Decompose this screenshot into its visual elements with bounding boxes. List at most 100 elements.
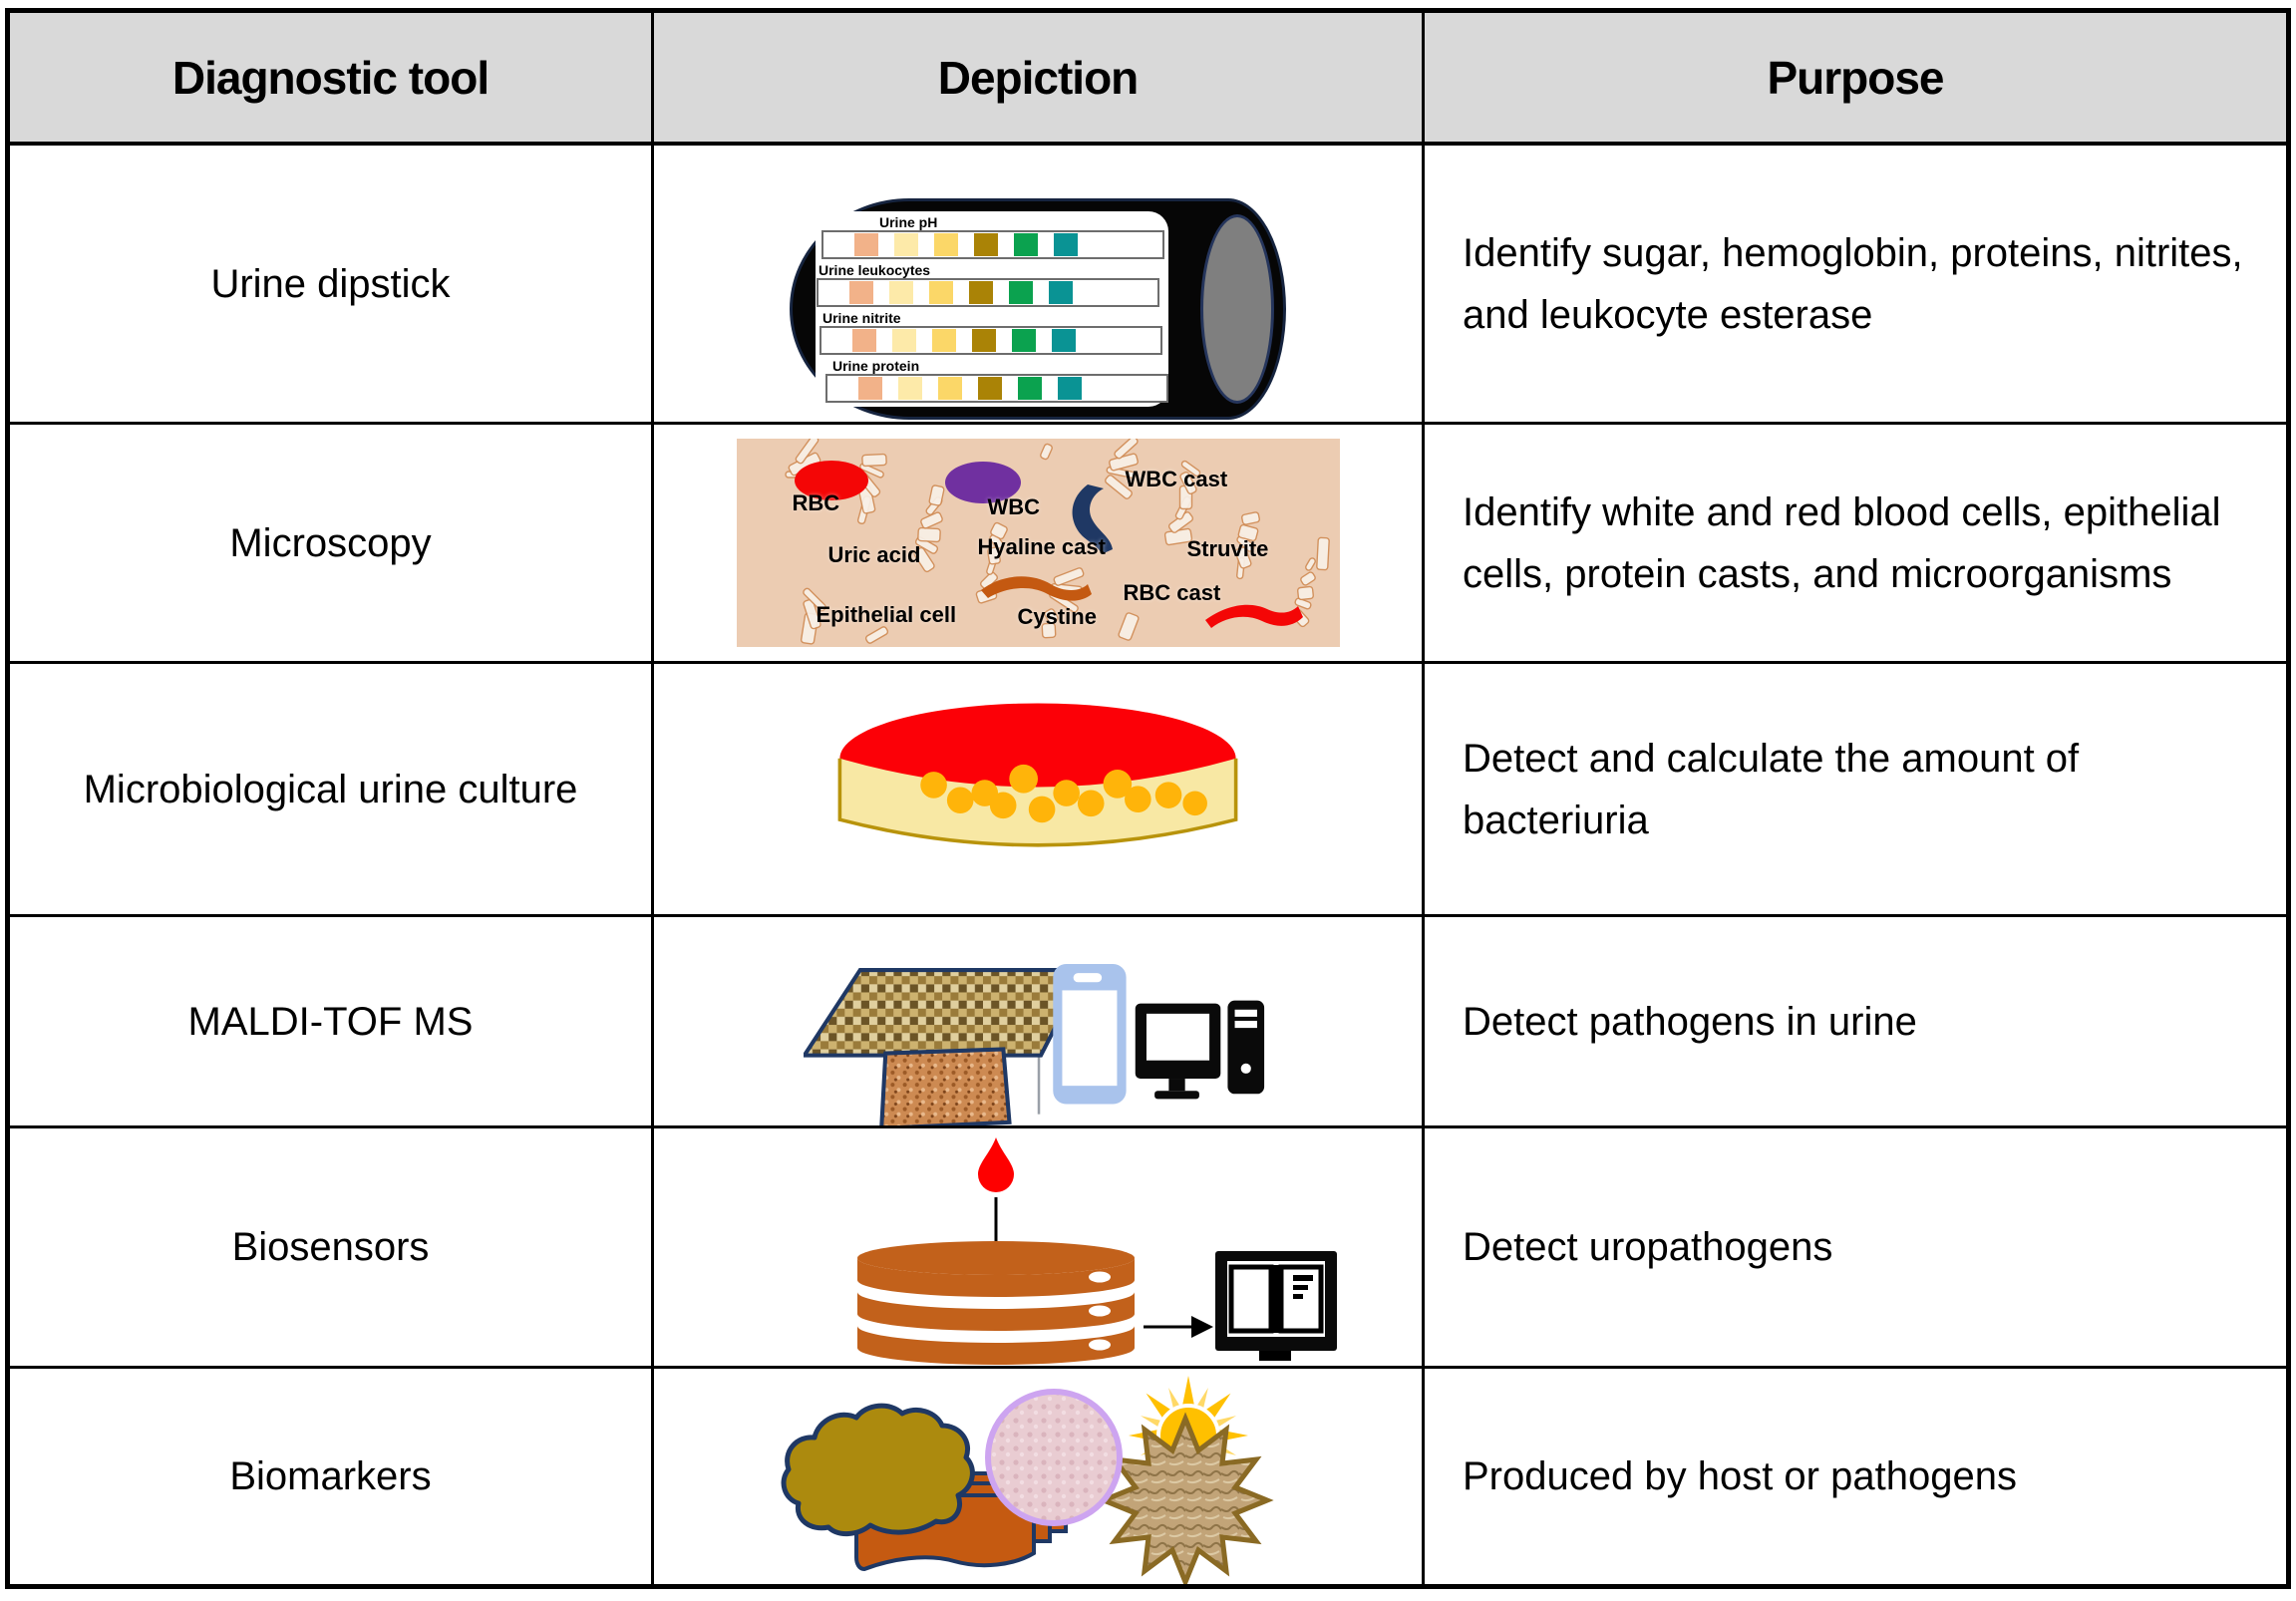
- wbc-cast-icon: [1072, 484, 1113, 554]
- microscopy-label-epithelial-cell: Epithelial cell: [816, 602, 957, 627]
- purpose-text: Identify sugar, hemoglobin, proteins, ni…: [1463, 230, 2243, 337]
- microscopy-label-hyaline-cast: Hyaline cast: [977, 534, 1106, 559]
- reagent-pad: [934, 232, 958, 256]
- reagent-pad: [858, 376, 882, 400]
- dipstick-strip: Urine leukocytes: [816, 261, 1168, 307]
- microscopy-label-wbc-cast: WBC cast: [1125, 467, 1228, 491]
- cell-biomarker-icon: [985, 1388, 1123, 1526]
- column-header-diagnostic-tool: Diagnostic tool: [171, 51, 490, 104]
- dipstick-strip: Urine nitrite: [816, 309, 1168, 355]
- depiction-cell-maldi: [654, 917, 1425, 1128]
- strip-label: Urine pH: [879, 213, 938, 230]
- reagent-pad: [889, 280, 913, 304]
- cystine-icon: [980, 576, 1092, 601]
- dipstick-strip: Urine protein: [816, 358, 1168, 403]
- petri-dish-icon: [837, 702, 1238, 847]
- purpose-text: Produced by host or pathogens: [1463, 1454, 2017, 1498]
- strip-label: Urine leukocytes: [819, 261, 931, 278]
- reagent-pad: [1009, 280, 1033, 304]
- purpose-text: Detect pathogens in urine: [1463, 999, 1917, 1044]
- header-cell-diagnostic-tool: Diagnostic tool: [10, 13, 654, 146]
- reagent-pad: [929, 280, 953, 304]
- depiction-cell-biomarkers: [654, 1369, 1425, 1584]
- computer-icon: [1135, 1000, 1265, 1099]
- maldi-tof-illustration: [804, 963, 1265, 1125]
- microscopy-illustration: RBC WBC WBC cast Uric acid Hyaline cast …: [736, 439, 1340, 647]
- microscopy-label-rbc-cast: RBC cast: [1123, 580, 1221, 605]
- bacterial-colonies: [920, 764, 1207, 822]
- purpose-cell-urine-culture: Detect and calculate the amount of bacte…: [1425, 664, 2286, 917]
- microscopy-graphic: [784, 439, 1330, 645]
- reagent-pad: [1049, 280, 1073, 304]
- depiction-cell-biosensors: [654, 1128, 1425, 1369]
- header-cell-purpose: Purpose: [1425, 13, 2286, 146]
- column-header-depiction: Depiction: [937, 51, 1140, 104]
- tool-label: MALDI-TOF MS: [187, 999, 474, 1044]
- purpose-cell-microscopy: Identify white and red blood cells, epit…: [1425, 425, 2286, 664]
- reagent-pad: [974, 232, 998, 256]
- rbc-icon: [794, 461, 868, 500]
- diagnostic-tools-table: Diagnostic tool Depiction Purpose Urine …: [5, 8, 2291, 1589]
- reagent-pad: [1012, 328, 1036, 352]
- right-arrow-icon: [1144, 1316, 1213, 1338]
- tool-cell-urine-culture: Microbiological urine culture: [10, 664, 654, 917]
- purpose-text: Detect uropathogens: [1463, 1225, 1833, 1269]
- readout-book-icon: [1215, 1251, 1337, 1361]
- column-header-purpose: Purpose: [1767, 51, 1944, 104]
- microscopy-label-uric-acid: Uric acid: [827, 542, 921, 567]
- reagent-pad: [1054, 232, 1078, 256]
- tool-cell-microscopy: Microscopy: [10, 425, 654, 664]
- depiction-cell-urine-culture: [654, 664, 1425, 917]
- tool-label: Urine dipstick: [210, 261, 451, 306]
- sample-chip-icon: [879, 1046, 1012, 1125]
- purpose-cell-biosensors: Detect uropathogens: [1425, 1128, 2286, 1369]
- reagent-pad: [852, 328, 876, 352]
- header-cell-depiction: Depiction: [654, 13, 1425, 146]
- microscopy-label-rbc: RBC: [792, 490, 840, 515]
- analyzer-device-icon: [1053, 963, 1127, 1104]
- reagent-pad: [1052, 328, 1076, 352]
- microscopy-label-wbc: WBC: [987, 494, 1041, 519]
- strip-pad-row: [820, 325, 1162, 355]
- biomarkers-illustration: [781, 1375, 1274, 1584]
- tool-cell-maldi: MALDI-TOF MS: [10, 917, 654, 1128]
- dipstick-tube-end-icon: [1200, 213, 1274, 404]
- reagent-pad: [1014, 232, 1038, 256]
- purpose-cell-urine-dipstick: Identify sugar, hemoglobin, proteins, ni…: [1425, 146, 2286, 425]
- tool-cell-biomarkers: Biomarkers: [10, 1369, 654, 1584]
- urine-dipstick-illustration: Urine pH Urine leukocytes Urine nitrite …: [790, 197, 1286, 420]
- tool-cell-urine-dipstick: Urine dipstick: [10, 146, 654, 425]
- strip-pad-row: [817, 277, 1159, 307]
- depiction-cell-urine-dipstick: Urine pH Urine leukocytes Urine nitrite …: [654, 146, 1425, 425]
- cloud-biomarker-icon: [781, 1403, 975, 1536]
- strip-pad-row: [821, 229, 1164, 259]
- reagent-pad: [938, 376, 962, 400]
- tool-label: Biomarkers: [229, 1454, 432, 1498]
- starburst-biomarker-icon: [1097, 1411, 1274, 1584]
- depiction-cell-microscopy: RBC WBC WBC cast Uric acid Hyaline cast …: [654, 425, 1425, 664]
- reagent-pad: [892, 328, 916, 352]
- biosensor-illustration: [857, 1137, 1337, 1365]
- reagent-pad: [894, 232, 918, 256]
- microscopy-label-struvite: Struvite: [1186, 536, 1269, 561]
- urine-crystals-background: [784, 439, 1330, 645]
- dipstick-strips: Urine pH Urine leukocytes Urine nitrite …: [816, 210, 1168, 407]
- reagent-pad: [969, 280, 993, 304]
- tool-label: Microscopy: [229, 520, 432, 565]
- microscopy-label-cystine: Cystine: [1017, 604, 1097, 629]
- strip-pad-row: [825, 373, 1168, 403]
- purpose-text: Detect and calculate the amount of bacte…: [1463, 736, 2080, 842]
- tool-label: Biosensors: [231, 1225, 430, 1269]
- tool-cell-biosensors: Biosensors: [10, 1128, 654, 1369]
- maldi-target-plate-icon: [804, 967, 1089, 1058]
- strip-label: Urine nitrite: [822, 309, 901, 326]
- purpose-cell-biomarkers: Produced by host or pathogens: [1425, 1369, 2286, 1584]
- reagent-pad: [1018, 376, 1042, 400]
- purpose-cell-maldi: Detect pathogens in urine: [1425, 917, 2286, 1128]
- rbc-cast-icon: [1204, 604, 1303, 628]
- reagent-pad: [932, 328, 956, 352]
- purpose-text: Identify white and red blood cells, epit…: [1463, 489, 2221, 596]
- reagent-pad: [978, 376, 1002, 400]
- tool-label: Microbiological urine culture: [83, 767, 578, 811]
- reagent-pad: [898, 376, 922, 400]
